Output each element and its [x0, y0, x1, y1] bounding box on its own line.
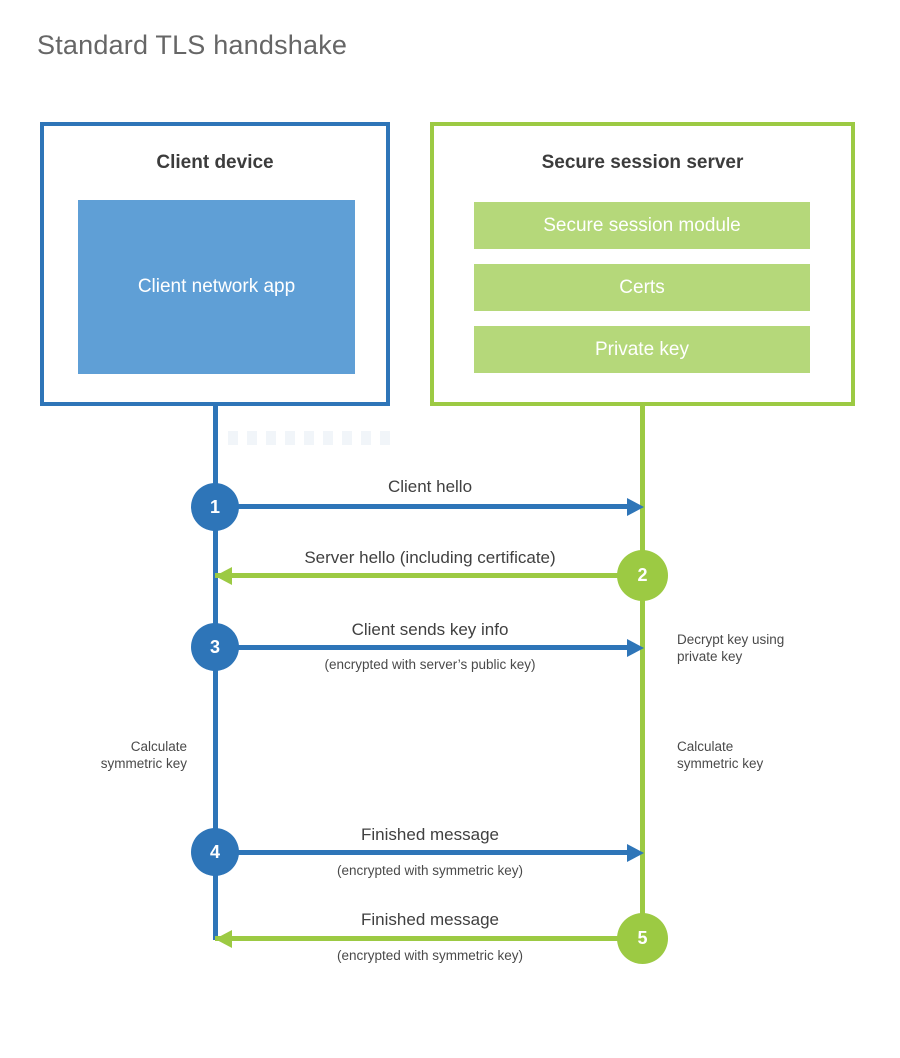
secure-session-server-title: Secure session server: [541, 152, 744, 173]
message-5-subtitle: (encrypted with symmetric key): [336, 948, 524, 963]
client-device-title: Client device: [156, 152, 274, 173]
message-3-label: Client sends key info: [351, 620, 509, 639]
faint-dashes-artifact: [228, 431, 396, 445]
message-3-subtitle: (encrypted with server’s public key): [324, 657, 536, 672]
note-calc-left-line1: Calculate: [130, 739, 187, 754]
note-calc-right-line1: Calculate: [677, 739, 734, 754]
private-key-bar: Private key: [474, 326, 810, 373]
message-1-label: Client hello: [387, 477, 473, 496]
arrowhead-right-icon: [627, 843, 644, 862]
note-decrypt-line2: private key: [677, 649, 743, 664]
page-title: Standard TLS handshake: [37, 30, 348, 60]
note-decrypt-line1: Decrypt key using: [677, 632, 785, 647]
server-lifeline: [640, 406, 645, 940]
client-network-app-module: Client network app: [78, 200, 355, 374]
arrowhead-right-icon: [627, 497, 644, 516]
step-circle-2: 2: [617, 550, 668, 601]
client-lifeline: [213, 406, 218, 940]
message-2-label: Server hello (including certificate): [304, 548, 556, 567]
message-4-label: Finished message: [361, 825, 499, 844]
note-calc-right-line2: symmetric key: [677, 756, 764, 771]
message-2-arrow: [215, 573, 630, 578]
secure-session-server-box: Secure session server Secure session mod…: [430, 122, 855, 406]
arrowhead-left-icon: [215, 566, 232, 585]
message-3-arrow: [215, 645, 630, 650]
note-decrypt-key: Decrypt key using private key: [677, 631, 784, 665]
note-calculate-symmetric-key-server: Calculate symmetric key: [677, 738, 763, 772]
step-circle-3: 3: [191, 623, 239, 671]
step-circle-1: 1: [191, 483, 239, 531]
note-calc-left-line2: symmetric key: [100, 756, 187, 771]
message-1-arrow: [215, 504, 630, 509]
client-device-box: Client device Client network app: [40, 122, 390, 406]
arrowhead-left-icon: [215, 929, 232, 948]
certs-bar: Certs: [474, 264, 810, 311]
message-5-arrow: [215, 936, 630, 941]
message-4-arrow: [215, 850, 630, 855]
secure-session-module-bar: Secure session module: [474, 202, 810, 249]
message-4-subtitle: (encrypted with symmetric key): [336, 863, 524, 878]
note-calculate-symmetric-key-client: Calculate symmetric key: [67, 738, 187, 772]
step-circle-4: 4: [191, 828, 239, 876]
arrowhead-right-icon: [627, 638, 644, 657]
step-circle-5: 5: [617, 913, 668, 964]
message-5-label: Finished message: [361, 910, 499, 929]
